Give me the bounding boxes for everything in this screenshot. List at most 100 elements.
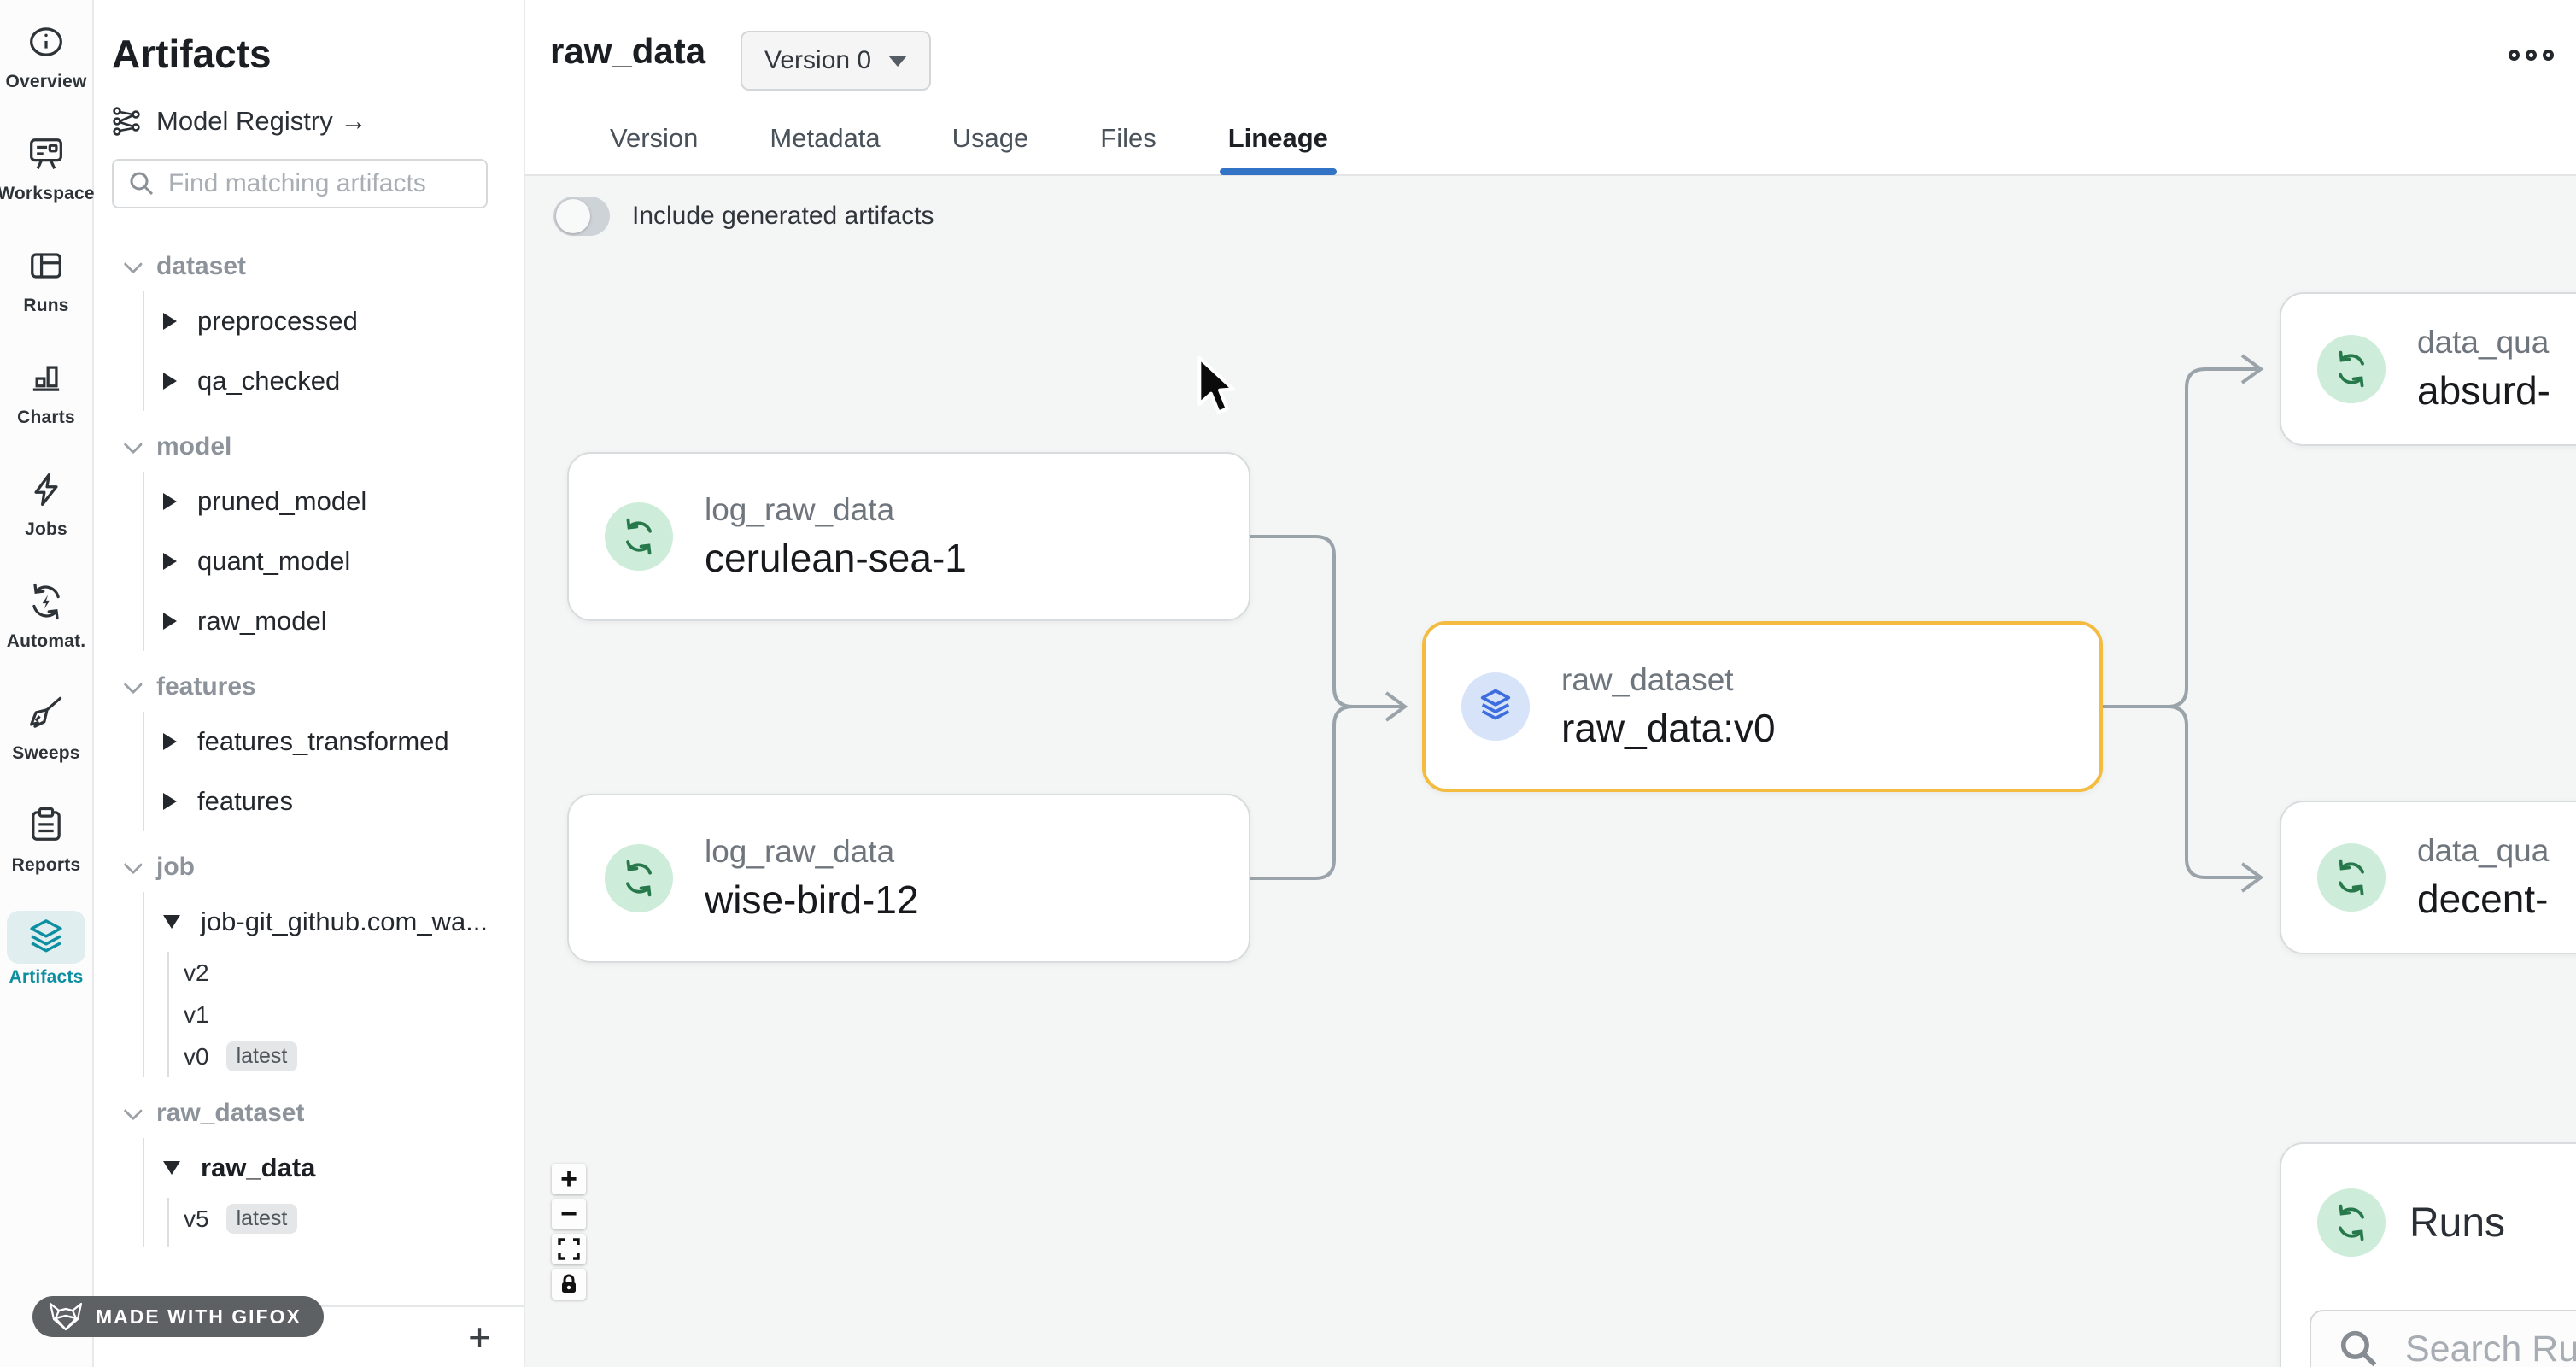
lineage-canvas[interactable]: Include generated artifacts log_raw_data [525, 176, 2576, 1367]
search-icon [2337, 1327, 2381, 1367]
tree-item[interactable]: quant_model [144, 531, 524, 591]
lock-button[interactable] [552, 1269, 586, 1300]
node-name-label: absurd- [2417, 367, 2550, 414]
rail-label: Sweeps [12, 743, 79, 764]
add-artifact-button[interactable]: + [468, 1317, 491, 1357]
fit-view-button[interactable] [552, 1234, 586, 1264]
runs-group-panel[interactable]: Runs [2280, 1142, 2576, 1367]
triangle-right-icon [163, 493, 177, 510]
tab-files[interactable]: Files [1100, 102, 1156, 175]
run-node-wise-bird-12[interactable]: log_raw_data wise-bird-12 [567, 794, 1250, 963]
node-type-label: log_raw_data [705, 834, 919, 870]
table-icon [24, 243, 68, 288]
rail-label: Artifacts [9, 967, 84, 988]
overflow-menu-icon[interactable] [2509, 50, 2554, 61]
artifact-header: raw_data Version 0 [525, 0, 2576, 103]
rail-item-artifacts[interactable]: Artifacts [0, 911, 93, 1023]
tree-group-features[interactable]: features [112, 662, 524, 712]
fox-icon [48, 1301, 84, 1332]
runs-search-input[interactable] [2405, 1329, 2576, 1367]
gifox-label: MADE WITH GIFOX [96, 1305, 302, 1329]
rail-item-sweeps[interactable]: Sweeps [0, 687, 93, 799]
registry-graph-icon [112, 106, 143, 137]
page-title: raw_data [550, 31, 705, 72]
tree-group-job[interactable]: job [112, 842, 524, 892]
runs-search-box[interactable] [2310, 1310, 2576, 1367]
tab-metadata[interactable]: Metadata [770, 102, 880, 175]
version-dropdown[interactable]: Version 0 [741, 31, 931, 91]
nav-rail: Overview Workspace Runs Charts Jobs Auto… [0, 0, 94, 1367]
tree-group-label: dataset [156, 252, 246, 281]
tree-item[interactable]: features [144, 772, 524, 831]
latest-badge: latest [226, 1041, 298, 1071]
run-icon [605, 502, 673, 571]
rail-item-automations[interactable]: Automat. [0, 575, 93, 687]
caret-down-icon [888, 56, 907, 67]
rail-item-charts[interactable]: Charts [0, 351, 93, 463]
lock-icon [558, 1273, 580, 1295]
tree-item-expanded[interactable]: job-git_github.com_wa... [144, 892, 524, 952]
runs-panel-title: Runs [2409, 1200, 2505, 1247]
run-node-decent[interactable]: data_qua decent- [2280, 801, 2576, 954]
rail-label: Automat. [7, 631, 86, 652]
tab-version[interactable]: Version [610, 102, 698, 175]
model-registry-label: Model Registry → [156, 106, 366, 137]
tree-item[interactable]: qa_checked [144, 351, 524, 411]
tree-group-raw-dataset[interactable]: raw_dataset [112, 1088, 524, 1138]
tree-group-dataset[interactable]: dataset [112, 242, 524, 291]
rail-label: Jobs [25, 519, 67, 540]
triangle-right-icon [163, 793, 177, 810]
zoom-in-button[interactable]: + [552, 1164, 586, 1194]
tree-item[interactable]: preprocessed [144, 291, 524, 351]
chevron-down-icon [124, 675, 143, 695]
node-type-label: data_qua [2417, 325, 2550, 361]
node-name-label: cerulean-sea-1 [705, 535, 967, 581]
tree-group-model[interactable]: model [112, 422, 524, 472]
rail-item-workspace[interactable]: Workspace [0, 127, 93, 239]
artifact-tree: dataset preprocessed qa_checked model pr… [112, 231, 524, 1247]
run-node-absurd[interactable]: data_qua absurd- [2280, 292, 2576, 446]
version-row[interactable]: v2 [169, 952, 524, 994]
model-registry-link[interactable]: Model Registry → [112, 106, 524, 137]
tree-item-raw-data[interactable]: raw_data [144, 1138, 524, 1198]
rail-label: Runs [23, 296, 68, 316]
latest-badge: latest [226, 1204, 298, 1234]
search-input[interactable] [168, 169, 450, 198]
artifact-search[interactable] [112, 159, 488, 208]
node-name-label: wise-bird-12 [705, 877, 919, 923]
layers-icon [23, 914, 69, 960]
info-icon [24, 20, 68, 64]
triangle-right-icon [163, 613, 177, 630]
run-node-cerulean-sea-1[interactable]: log_raw_data cerulean-sea-1 [567, 452, 1250, 621]
chevron-down-icon [124, 435, 143, 455]
bar-chart-icon [24, 355, 68, 400]
version-row[interactable]: v5latest [169, 1198, 524, 1240]
artifact-node-raw-data-v0[interactable]: raw_dataset raw_data:v0 [1422, 621, 2103, 792]
rail-item-runs[interactable]: Runs [0, 239, 93, 351]
version-row[interactable]: v4 [169, 1240, 524, 1247]
workspace-icon [24, 132, 68, 176]
version-row[interactable]: v1 [169, 994, 524, 1036]
triangle-right-icon [163, 313, 177, 330]
chevron-down-icon [124, 1101, 143, 1121]
tree-item[interactable]: features_transformed [144, 712, 524, 772]
triangle-right-icon [163, 553, 177, 570]
tab-usage[interactable]: Usage [952, 102, 1029, 175]
run-icon [605, 844, 673, 912]
tree-item[interactable]: pruned_model [144, 472, 524, 531]
node-name-label: decent- [2417, 876, 2549, 922]
node-type-label: log_raw_data [705, 492, 967, 528]
rail-label: Overview [6, 72, 87, 92]
rail-item-reports[interactable]: Reports [0, 799, 93, 911]
rail-item-overview[interactable]: Overview [0, 15, 93, 127]
tree-item[interactable]: raw_model [144, 591, 524, 651]
node-name-label: raw_data:v0 [1561, 705, 1776, 751]
rail-item-jobs[interactable]: Jobs [0, 463, 93, 575]
version-row[interactable]: v0latest [169, 1036, 524, 1077]
sidebar-title: Artifacts [112, 31, 524, 77]
triangle-down-icon [163, 1161, 180, 1175]
tab-lineage[interactable]: Lineage [1228, 102, 1328, 175]
run-icon [2317, 335, 2386, 403]
zoom-out-button[interactable]: − [552, 1199, 586, 1229]
search-icon [127, 169, 156, 198]
